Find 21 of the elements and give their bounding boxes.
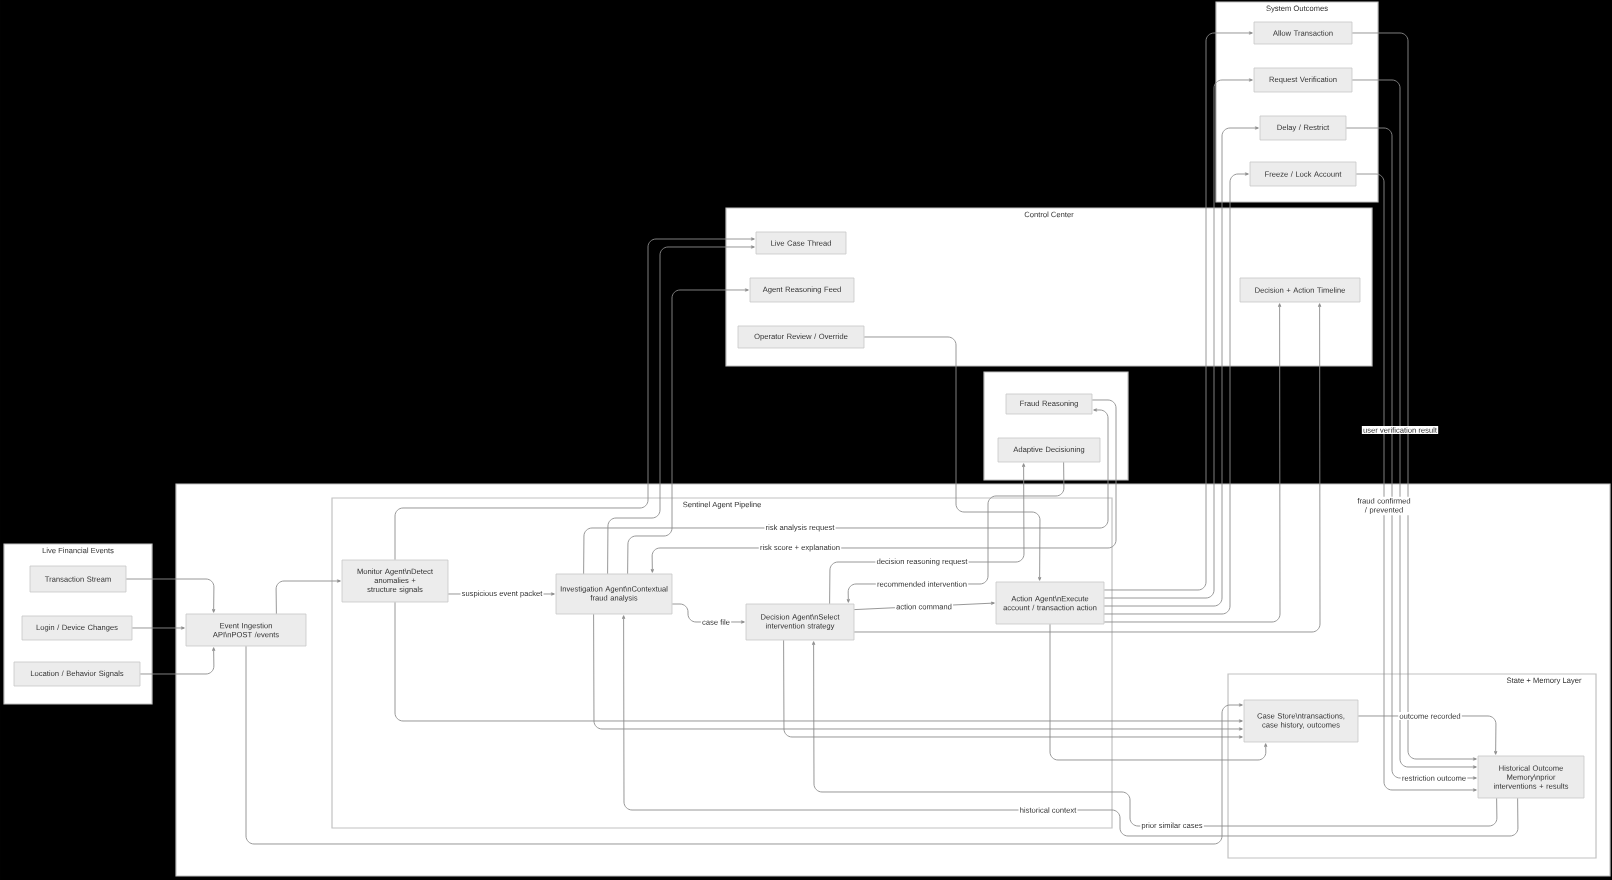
arrow [1103, 172, 1249, 615]
arrow [593, 613, 1243, 731]
arrow [1355, 173, 1477, 792]
arrow [607, 245, 755, 575]
arrow [1103, 303, 1282, 623]
arrow [125, 578, 216, 613]
arrow [583, 408, 1109, 575]
arrow [275, 579, 341, 615]
arrow [245, 645, 1243, 845]
arrow [131, 626, 185, 630]
arrow [622, 615, 1519, 837]
arrow [394, 601, 1243, 723]
arrow [783, 639, 1243, 739]
arrow [853, 303, 1322, 633]
arrow [394, 237, 755, 561]
arrow [671, 603, 745, 624]
arrow [1049, 623, 1268, 761]
arrow [627, 288, 749, 575]
arrow [812, 641, 1498, 827]
arrow [863, 336, 1042, 581]
arrow [139, 647, 216, 675]
